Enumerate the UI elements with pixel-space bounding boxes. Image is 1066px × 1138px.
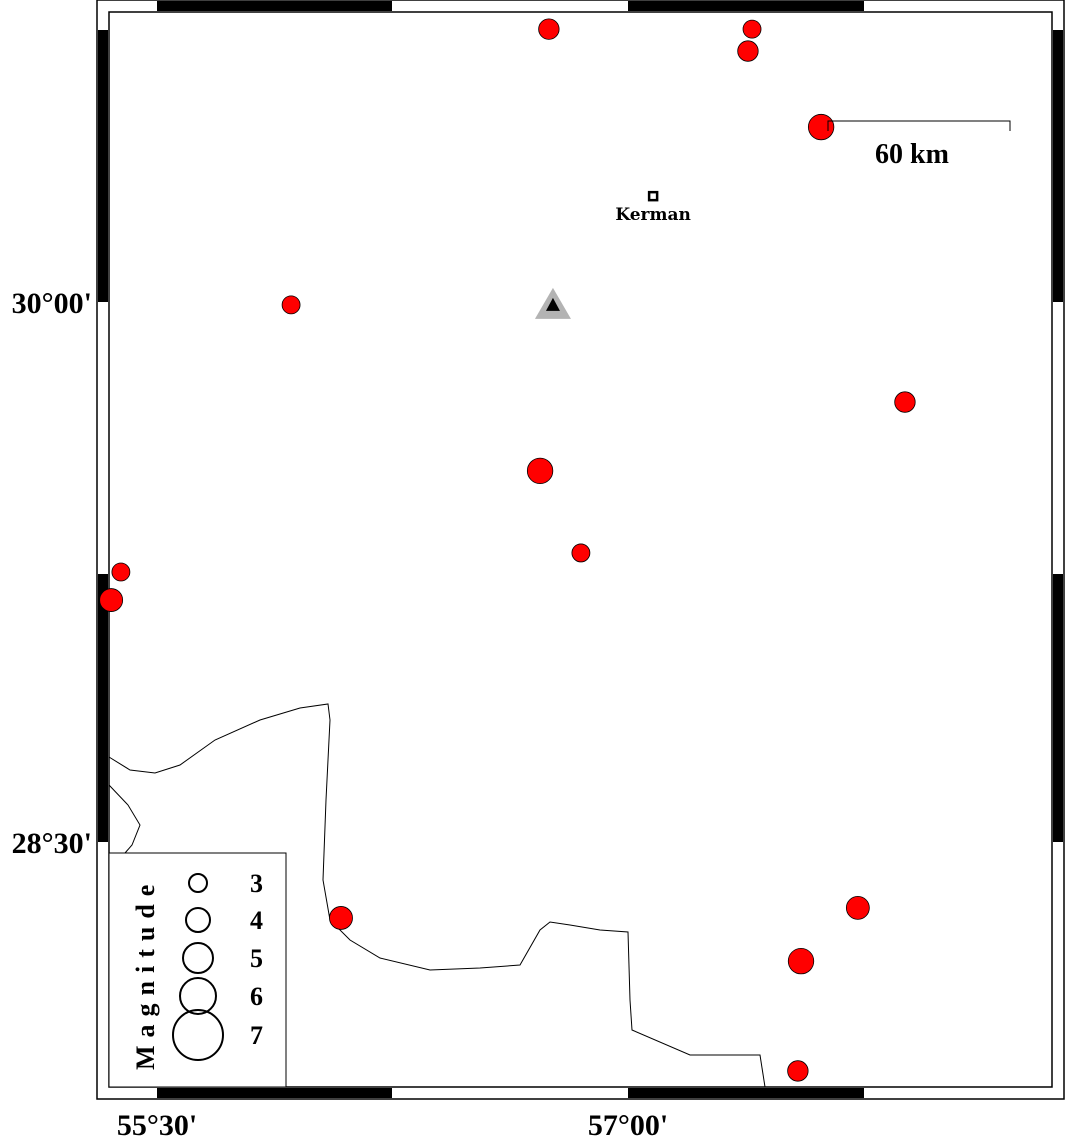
legend-circle bbox=[172, 1009, 224, 1061]
earthquake-event bbox=[787, 948, 815, 975]
legend-magnitude-label: 3 bbox=[250, 869, 263, 898]
earthquake-event bbox=[281, 295, 301, 315]
y-tick-label: 28°30' bbox=[12, 827, 92, 860]
earthquake-event bbox=[329, 906, 353, 930]
earthquake-event bbox=[742, 19, 762, 39]
earthquake-event bbox=[538, 18, 560, 40]
city-kerman: Kerman bbox=[615, 190, 691, 225]
earthquake-event bbox=[845, 895, 870, 920]
legend-title: Magnitude bbox=[131, 877, 160, 1070]
magnitude-legend: Magnitude 3 4 5 6 7 bbox=[108, 852, 287, 1088]
earthquake-event bbox=[571, 543, 591, 563]
earthquake-event bbox=[787, 1060, 809, 1082]
legend-magnitude-label: 7 bbox=[250, 1021, 263, 1050]
city-square-icon bbox=[647, 190, 659, 202]
x-tick-label: 55°30' bbox=[117, 1109, 197, 1138]
legend-magnitude-label: 5 bbox=[250, 944, 263, 973]
legend-circle bbox=[182, 942, 214, 974]
scale-bar-label: 60 km bbox=[875, 139, 949, 170]
city-label: Kerman bbox=[615, 205, 691, 225]
legend-magnitude-label: 4 bbox=[250, 906, 263, 935]
earthquake-event bbox=[807, 113, 835, 141]
earthquake-event bbox=[526, 457, 554, 484]
earthquake-event bbox=[894, 391, 916, 413]
province-border bbox=[108, 703, 766, 1088]
earthquake-event bbox=[99, 588, 124, 612]
earthquake-event bbox=[737, 40, 759, 62]
legend-magnitude-label: 6 bbox=[250, 982, 263, 1011]
earthquake-event bbox=[111, 562, 131, 582]
legend-circle bbox=[179, 977, 217, 1015]
y-tick-label: 30°00' bbox=[12, 287, 92, 320]
station-triangle-icon bbox=[534, 287, 571, 319]
scale-bar: 60 km bbox=[827, 120, 1011, 170]
legend-circle bbox=[185, 907, 211, 933]
legend-circle bbox=[188, 873, 208, 893]
x-tick-label: 57°00' bbox=[588, 1109, 668, 1138]
earthquake-events bbox=[99, 18, 916, 1082]
